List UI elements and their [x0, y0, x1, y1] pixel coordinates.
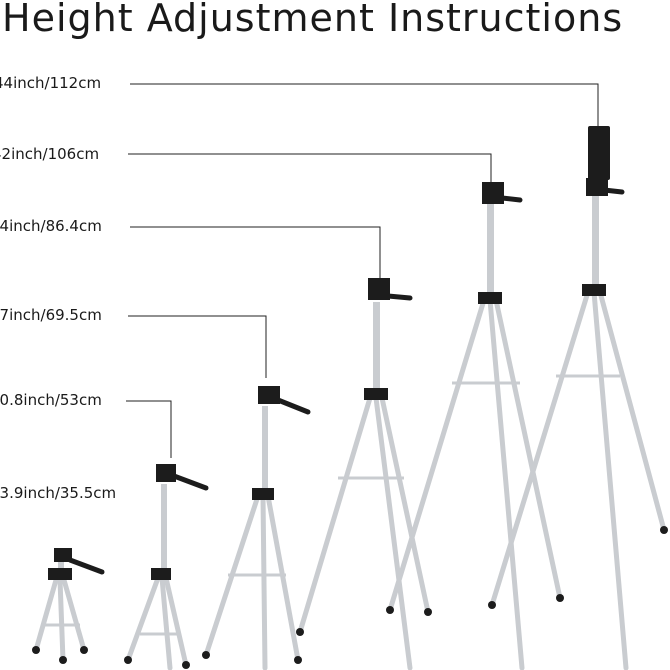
tripod-106cm — [386, 182, 564, 670]
height-label-69cm: 27inch/69.5cm — [0, 306, 102, 324]
height-label-106cm: 42inch/106cm — [0, 145, 100, 163]
height-label-35cm: 13.9inch/35.5cm — [0, 484, 117, 502]
height-label-112cm: 44inch/112cm — [0, 74, 102, 92]
tripod-53cm — [124, 464, 209, 670]
leader-line-112cm — [130, 83, 599, 126]
leader-lines — [126, 83, 599, 458]
tripod-69cm — [202, 386, 311, 670]
tripod-35cm — [32, 548, 105, 664]
leader-line-53cm — [126, 400, 172, 458]
tripod-86cm — [296, 278, 432, 670]
phone-holder-icon — [588, 126, 610, 180]
leader-line-106cm — [128, 153, 492, 183]
height-label-53cm: 20.8inch/53cm — [0, 391, 102, 409]
leader-line-86cm — [130, 226, 381, 280]
height-label-86cm: 34inch/86.4cm — [0, 217, 102, 235]
tripod-112cm — [488, 126, 668, 670]
leader-line-69cm — [128, 315, 267, 378]
page-title: Height Adjustment Instructions — [2, 0, 624, 40]
